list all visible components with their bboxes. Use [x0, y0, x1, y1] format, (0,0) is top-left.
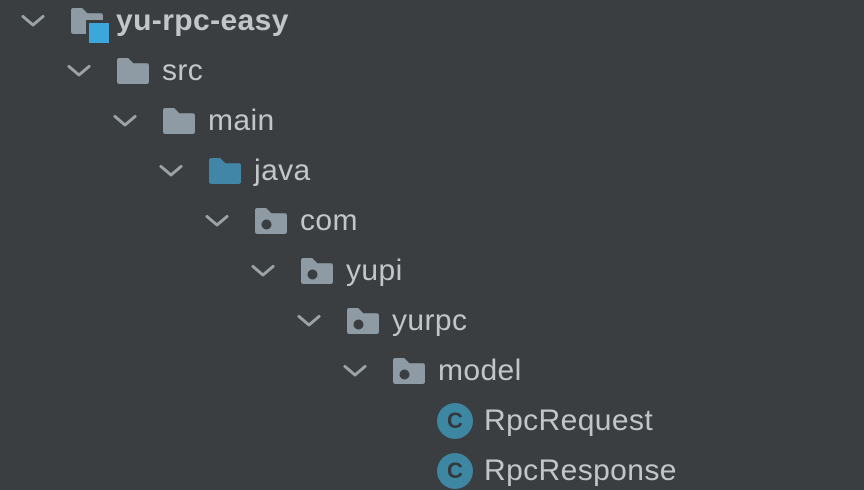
- tree-row-src[interactable]: src: [0, 46, 864, 96]
- tree-row-rpcrequest[interactable]: C RpcRequest: [0, 396, 864, 446]
- chevron-down-icon[interactable]: [204, 213, 230, 229]
- tree-row-main[interactable]: main: [0, 96, 864, 146]
- tree-item-label: yurpc: [392, 304, 468, 337]
- package-icon: [299, 252, 335, 290]
- tree-item-label: yu-rpc-easy: [116, 4, 289, 37]
- chevron-down-icon[interactable]: [342, 363, 368, 379]
- tree-item-label: main: [208, 104, 275, 137]
- tree-row-java[interactable]: java: [0, 146, 864, 196]
- tree-item-label: com: [300, 204, 358, 237]
- tree-item-label: model: [438, 354, 522, 387]
- tree-row-yurpc[interactable]: yurpc: [0, 296, 864, 346]
- tree-item-label: src: [162, 54, 204, 87]
- tree-item-label: RpcRequest: [484, 404, 654, 437]
- tree-row-yu-rpc-easy[interactable]: yu-rpc-easy: [0, 0, 864, 46]
- project-root-folder-icon: [69, 2, 109, 43]
- tree-row-model[interactable]: model: [0, 346, 864, 396]
- sources-root-folder-icon: [207, 152, 243, 190]
- chevron-down-icon[interactable]: [66, 63, 92, 79]
- package-icon: [253, 202, 289, 240]
- package-icon: [345, 302, 381, 340]
- folder-icon: [161, 102, 197, 140]
- class-icon: C: [437, 402, 473, 440]
- chevron-down-icon[interactable]: [20, 13, 46, 29]
- tree-row-rpcresponse[interactable]: C RpcResponse: [0, 446, 864, 490]
- chevron-down-icon[interactable]: [112, 113, 138, 129]
- chevron-down-icon[interactable]: [250, 263, 276, 279]
- chevron-down-icon[interactable]: [158, 163, 184, 179]
- class-icon: C: [437, 452, 473, 490]
- tree-item-label: yupi: [346, 254, 403, 287]
- chevron-down-icon[interactable]: [296, 313, 322, 329]
- tree-item-label: RpcResponse: [484, 454, 677, 487]
- project-badge-icon: [89, 23, 109, 43]
- folder-icon: [115, 52, 151, 90]
- tree-item-label: java: [254, 154, 311, 187]
- tree-row-yupi[interactable]: yupi: [0, 246, 864, 296]
- package-icon: [391, 352, 427, 390]
- tree-row-com[interactable]: com: [0, 196, 864, 246]
